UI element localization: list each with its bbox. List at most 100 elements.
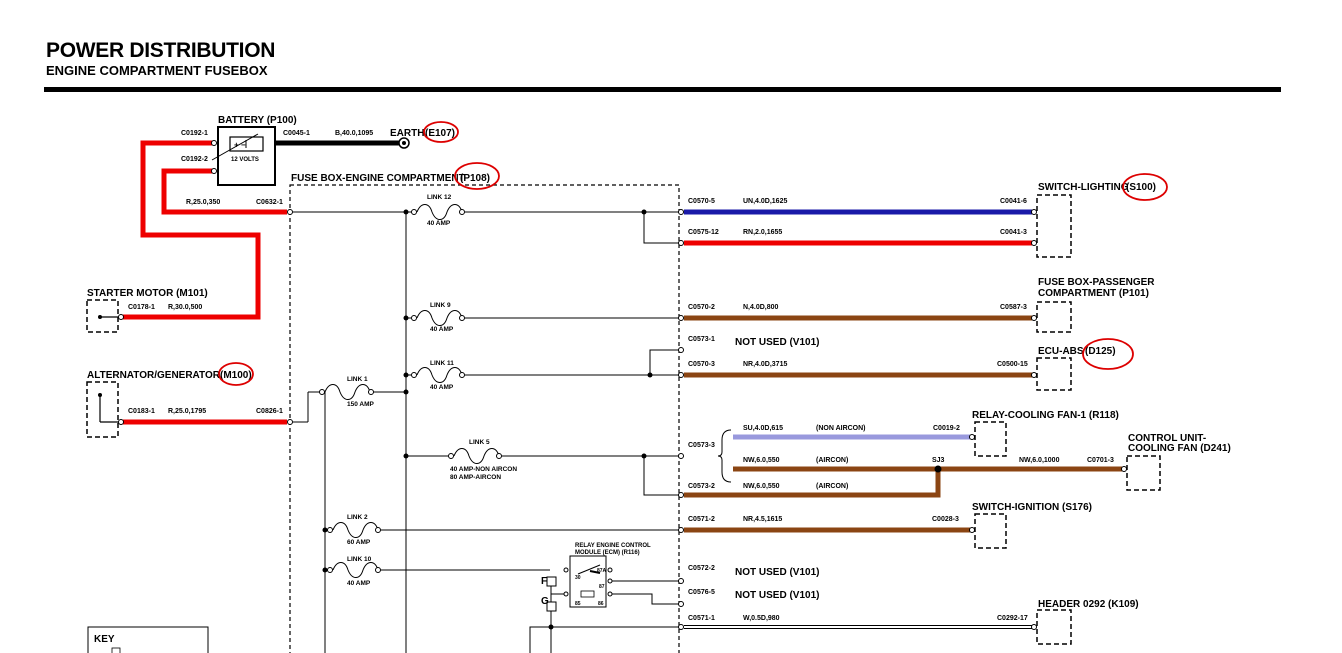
wire-label-bat-fuse: R,25.0,350: [186, 199, 220, 206]
wire-note-relay-cool: (NON AIRCON): [816, 425, 866, 432]
control-unit-title-2: COOLING FAN (D241): [1128, 443, 1231, 454]
ecu-abs-title: ECU-ABS: [1038, 346, 1084, 357]
conn-c0183-1: C0183-1: [128, 408, 155, 415]
wire-aircon-b: [684, 469, 941, 498]
marker-g: G: [541, 596, 549, 607]
ecu-abs-id: (D125): [1085, 346, 1116, 357]
conn-c0028-3: C0028-3: [932, 516, 959, 523]
wire-label-relay-cool: SU,4.0D,615: [743, 425, 783, 432]
wire-label-abs: NR,4.0D,3715: [743, 361, 787, 368]
conn-c0632-1: C0632-1: [256, 199, 283, 206]
switch-lighting-id: (S100): [1126, 182, 1156, 193]
alternator-title: ALTERNATOR/GENERATOR: [87, 370, 221, 381]
starter-title: STARTER MOTOR (M101): [87, 288, 208, 299]
page-subtitle: ENGINE COMPARTMENT FUSEBOX: [46, 63, 268, 78]
link11-amp: 40 AMP: [430, 384, 454, 391]
not-used-1: NOT USED (V101): [735, 337, 819, 348]
header-0292-title: HEADER 0292 (K109): [1038, 599, 1139, 610]
battery-title: BATTERY (P100): [218, 115, 297, 126]
wire-label-lighting-1: UN,4.0D,1625: [743, 198, 787, 205]
annotation-circle-m100: [218, 362, 254, 386]
link11-label: LINK 11: [430, 360, 454, 367]
conn-c0573-2: C0573-2: [688, 483, 715, 490]
wire-label-starter: R,30.0,500: [168, 304, 202, 311]
switch-lighting-box: [1036, 194, 1072, 258]
ecu-abs-box: [1036, 357, 1072, 391]
not-used-2: NOT USED (V101): [735, 567, 819, 578]
wire-label-ignition: NR,4.5,1615: [743, 516, 782, 523]
conn-c0178-1: C0178-1: [128, 304, 155, 311]
key-title: KEY: [94, 634, 115, 645]
wire-label-ctrl-unit: NW,6.0,1000: [1019, 457, 1060, 464]
conn-c0041-3: C0041-3: [1000, 229, 1027, 236]
fusebox-passenger-title-2: COMPARTMENT (P101): [1038, 288, 1149, 299]
header-rule: [44, 87, 1281, 92]
link5-amp-b: 80 AMP-AIRCON: [450, 474, 501, 481]
marker-f: F: [541, 576, 547, 587]
battery-diagonal: [211, 133, 259, 161]
wire-note-aircon-a: (AIRCON): [816, 457, 848, 464]
wire-label-aircon-a: NW,6.0,550: [743, 457, 780, 464]
control-unit-box: [1126, 455, 1161, 491]
relay-pin-30: 30: [575, 575, 581, 581]
conn-c0573-3: C0573-3: [688, 442, 715, 449]
conn-c0045-1: C0045-1: [283, 130, 310, 137]
fuse-link5: [448, 448, 502, 464]
splice-label: SJ3: [932, 457, 945, 464]
fuse-link11: [411, 367, 465, 383]
conn-c0572-2: C0572-2: [688, 565, 715, 572]
control-unit-title-1: CONTROL UNIT-: [1128, 433, 1206, 444]
fusebox-passenger-box: [1036, 301, 1072, 333]
conn-c0575-12: C0575-12: [688, 229, 719, 236]
switch-ignition-title: SWITCH-IGNITION (S176): [972, 502, 1092, 513]
battery-label: 12 VOLTS: [231, 157, 259, 163]
header-0292-box: [1036, 609, 1072, 645]
link10-label: LINK 10: [347, 556, 372, 563]
fuse-link10: [327, 562, 381, 578]
relay-cooling-title: RELAY-COOLING FAN-1 (R118): [972, 410, 1119, 421]
conn-c0192-1: C0192-1: [181, 130, 208, 137]
link1-amp: 150 AMP: [347, 401, 375, 408]
battery-box: [217, 126, 276, 186]
alternator-box: [86, 381, 119, 438]
link2-amp: 60 AMP: [347, 539, 371, 546]
link9-label: LINK 9: [430, 302, 451, 309]
link5-label: LINK 5: [469, 439, 490, 446]
conn-c0573-1: C0573-1: [688, 336, 715, 343]
starter-box: [86, 299, 119, 333]
wire-label-header: W,0.5D,980: [743, 615, 780, 622]
wire-label-lighting-2: RN,2.0,1655: [743, 229, 782, 236]
annotation-circle-e107: [423, 121, 459, 143]
relay-ecm-box: [569, 555, 607, 608]
link10-amp: 40 AMP: [347, 580, 371, 587]
relay-ecm-title-2: MODULE (ECM) (R116): [575, 550, 640, 556]
conn-c0587-3: C0587-3: [1000, 304, 1027, 311]
fusebox-title: FUSE BOX-ENGINE COMPARTMENT: [291, 173, 465, 184]
conn-c0576-5: C0576-5: [688, 589, 715, 596]
fuse-link1: [319, 384, 374, 400]
link1-label: LINK 1: [347, 376, 368, 383]
conn-c0500-15: C0500-15: [997, 361, 1028, 368]
alternator-id: (M100): [220, 370, 252, 381]
wire-label-alt: R,25.0,1795: [168, 408, 206, 415]
switch-lighting-title: SWITCH-LIGHTING: [1038, 182, 1129, 193]
annotation-circle-d125: [1082, 338, 1134, 370]
conn-c0571-2: C0571-2: [688, 516, 715, 523]
battery-cell: [229, 136, 264, 152]
conn-c0192-2: C0192-2: [181, 156, 208, 163]
relay-cooling-box: [974, 421, 1007, 457]
link12-label: LINK 12: [427, 194, 452, 201]
conn-c0292-17: C0292-17: [997, 615, 1028, 622]
earth-label: EARTH: [390, 128, 424, 139]
relay-ecm-title-1: RELAY ENGINE CONTROL: [575, 543, 651, 549]
fuse-link2: [327, 522, 381, 538]
key-box: [87, 626, 209, 653]
link5-amp-a: 40 AMP-NON AIRCON: [450, 466, 517, 473]
switch-ignition-box: [974, 513, 1007, 549]
annotation-circle-s100: [1122, 173, 1168, 201]
link9-amp: 40 AMP: [430, 326, 454, 333]
splice-sj3: [934, 465, 942, 473]
battery-plus-minus: + −: [234, 141, 246, 150]
conn-c0019-2: C0019-2: [933, 425, 960, 432]
